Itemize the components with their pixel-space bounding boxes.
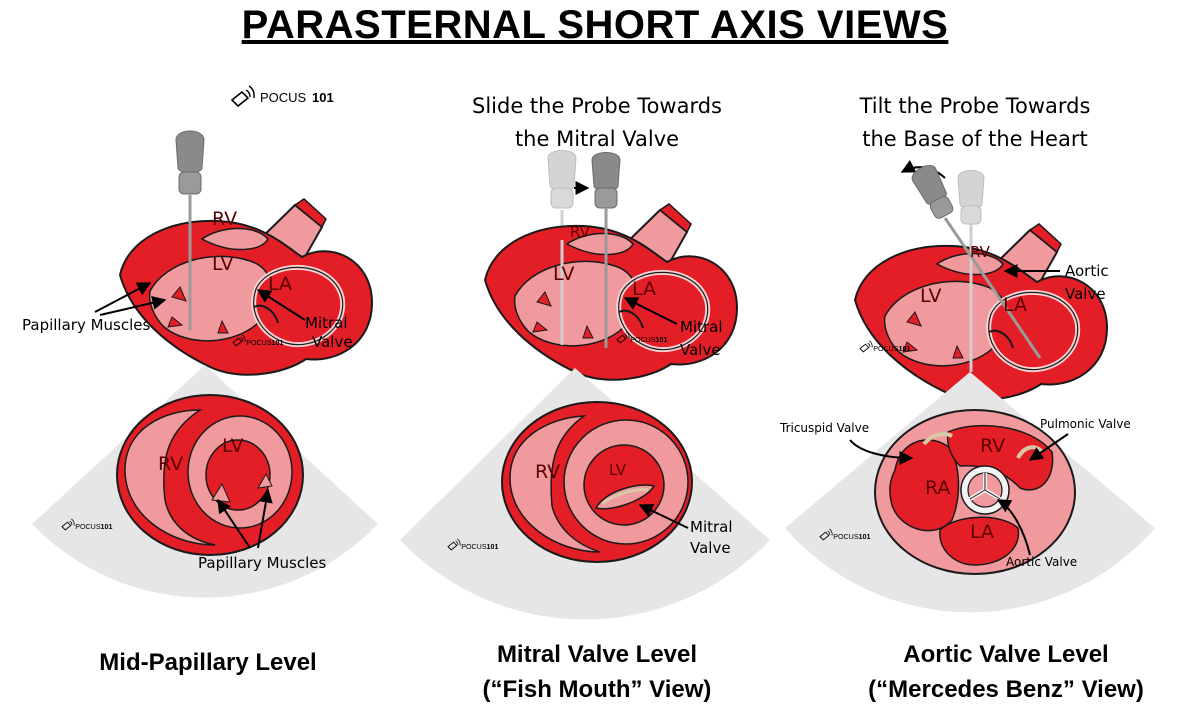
svg-text:101: 101: [859, 533, 871, 541]
caption-aortic-level: Aortic Valve Level: [903, 641, 1108, 668]
logo-small: POCUS 101: [232, 334, 284, 347]
caption-fish-mouth: (“Fish Mouth” View): [483, 676, 712, 703]
svg-text:POCUS: POCUS: [873, 345, 899, 353]
instruction-line-2: the Base of the Heart: [862, 127, 1087, 151]
label-lv: LV: [553, 263, 575, 285]
logo: POCUS 101: [231, 85, 334, 107]
logo-text: POCUS: [260, 90, 307, 105]
instruction-line-1: Tilt the Probe Towards: [859, 94, 1091, 118]
svg-text:POCUS: POCUS: [246, 339, 272, 347]
logo-number: 101: [312, 90, 334, 105]
caption-mercedes-benz: (“Mercedes Benz” View): [868, 676, 1144, 703]
logo-small: POCUS 101: [859, 340, 911, 353]
panel-mid-papillary: POCUS 101 RV LV LA Papillary Muscles Mit…: [22, 85, 378, 676]
svg-text:POCUS: POCUS: [461, 543, 487, 551]
view-label-pulmonic: Pulmonic Valve: [1040, 417, 1131, 431]
svg-text:POCUS: POCUS: [833, 533, 859, 541]
probe-icon: [911, 165, 954, 219]
label-valve: Valve: [1065, 285, 1106, 303]
label-mitral: Mitral: [305, 314, 348, 332]
view-label-rv: RV: [980, 435, 1005, 457]
label-rv: RV: [970, 243, 991, 261]
panel-aortic-valve: Tilt the Probe Towards the Base of the H…: [779, 94, 1155, 703]
view-label-ra: RA: [925, 477, 950, 499]
view-label-la: LA: [970, 521, 994, 543]
label-papillary-muscles: Papillary Muscles: [22, 316, 150, 334]
page-title: PARASTERNAL SHORT AXIS VIEWS: [242, 3, 949, 47]
label-rv: RV: [570, 223, 591, 241]
svg-text:101: 101: [272, 339, 284, 347]
panel-mitral-valve: Slide the Probe Towards the Mitral Valve…: [400, 94, 770, 703]
label-valve: Valve: [312, 333, 353, 351]
view-label-tricuspid: Tricuspid Valve: [779, 421, 869, 435]
label-mitral: Mitral: [680, 318, 723, 336]
logo-sector: POCUS 101: [447, 538, 499, 551]
label-la: LA: [632, 278, 656, 300]
view-label-lv: LV: [609, 461, 627, 479]
caption-mid-papillary: Mid-Papillary Level: [99, 649, 316, 676]
caption-mitral-level: Mitral Valve Level: [497, 641, 697, 668]
view-label-lv: LV: [222, 435, 244, 457]
svg-text:POCUS: POCUS: [630, 336, 656, 344]
view-label-rv: RV: [535, 461, 560, 483]
heart-short-axis: [874, 409, 1076, 575]
heart-short-axis: [116, 394, 304, 556]
svg-text:POCUS: POCUS: [75, 523, 101, 531]
label-valve: Valve: [680, 341, 721, 359]
view-label-valve: Valve: [690, 539, 731, 557]
view-label-papillary: Papillary Muscles: [198, 554, 326, 572]
logo-sector: POCUS 101: [819, 528, 871, 541]
svg-text:101: 101: [101, 523, 113, 531]
heart-short-axis: [501, 401, 693, 563]
label-la: LA: [1003, 294, 1027, 316]
svg-text:101: 101: [899, 345, 911, 353]
logo-small: POCUS 101: [616, 331, 668, 344]
label-rv: RV: [212, 208, 237, 230]
svg-text:101: 101: [656, 336, 668, 344]
instruction-line-2: the Mitral Valve: [515, 127, 679, 151]
instruction-line-1: Slide the Probe Towards: [472, 94, 722, 118]
view-label-aortic: Aortic Valve: [1006, 555, 1077, 569]
probe-faded-icon: [957, 170, 985, 372]
logo-sector: POCUS 101: [61, 518, 113, 531]
label-lv: LV: [212, 253, 234, 275]
label-lv: LV: [920, 285, 942, 307]
probe-logo-icon: [231, 85, 255, 107]
probe-icon: [591, 152, 621, 348]
view-label-mitral: Mitral: [690, 518, 733, 536]
view-label-rv: RV: [158, 453, 183, 475]
label-la: LA: [268, 273, 292, 295]
label-aortic: Aortic: [1065, 262, 1109, 280]
svg-text:101: 101: [487, 543, 499, 551]
